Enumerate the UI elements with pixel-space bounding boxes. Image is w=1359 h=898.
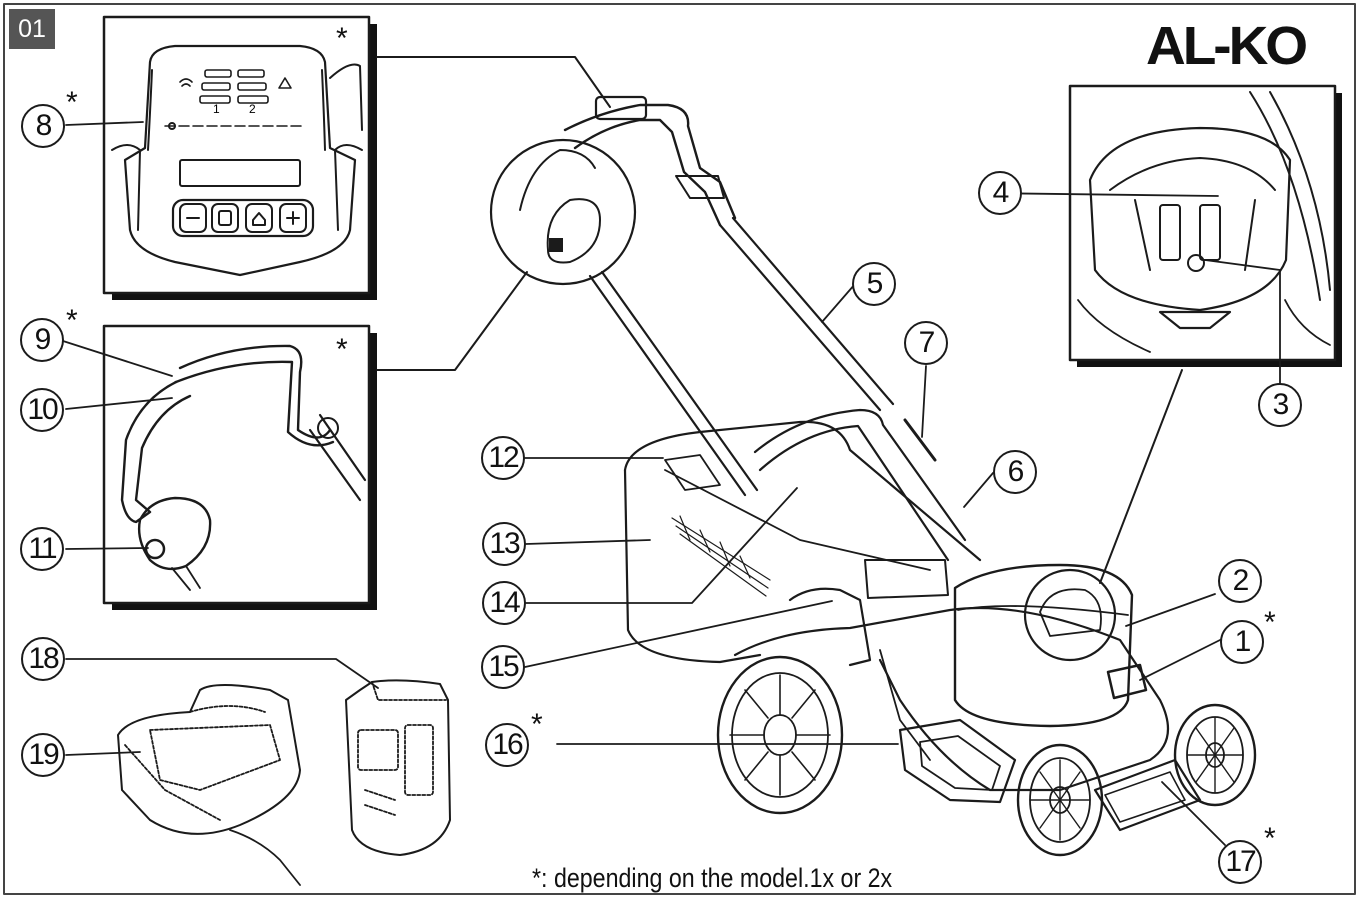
warning-icon: [278, 77, 292, 89]
rear-wheel: [716, 655, 844, 815]
level-label-1: 1: [213, 102, 220, 116]
handle-detail-star: *: [336, 333, 348, 366]
callout-15: 15: [481, 645, 525, 689]
callout-1: 1: [1220, 620, 1264, 664]
handle-panel: [594, 95, 648, 121]
level-label-2: 2: [249, 102, 256, 116]
lawn-mower-drawing: [563, 95, 1257, 857]
battery-cover: [953, 563, 1134, 728]
battery-pack-drawing: [345, 679, 451, 856]
callout-18: 18: [21, 637, 65, 681]
battery-zoom-circle: [1023, 568, 1117, 662]
power-button-icon: [211, 203, 239, 233]
callout-11: 11: [20, 527, 64, 571]
control-panel-detail-star: *: [336, 22, 348, 55]
battery-level-bars: [199, 69, 269, 104]
battery-charger-drawing: [117, 684, 301, 886]
home-button-icon: [245, 203, 273, 233]
panel-buttons: [171, 198, 315, 238]
minus-button-icon: [179, 203, 207, 233]
figure-frame: [3, 3, 1356, 895]
callout-4: 4: [978, 171, 1022, 215]
wifi-icon: [179, 78, 193, 87]
callout-5: 5: [852, 262, 896, 306]
callout-14: 14: [482, 581, 526, 625]
callout-19: 19: [21, 733, 65, 777]
callout-2: 2: [1218, 559, 1262, 603]
callout-10: 10: [20, 388, 64, 432]
callout-8-star: *: [66, 86, 78, 119]
leader-lines: [62, 121, 1281, 846]
callout-13: 13: [482, 522, 526, 566]
plus-button-icon: [279, 203, 307, 233]
callout-16: 16: [485, 723, 529, 767]
front-right-wheel: [1173, 703, 1257, 807]
callout-12: 12: [481, 436, 525, 480]
callout-16-star: *: [531, 708, 543, 741]
panel-display: [179, 159, 301, 187]
grass-box-vent: [671, 515, 771, 597]
callout-17-star: *: [1264, 822, 1276, 855]
figure-label: 01: [9, 9, 55, 49]
callout-7: 7: [904, 321, 948, 365]
callout-6: 6: [993, 450, 1037, 494]
handle-switch-icon: [144, 538, 166, 560]
control-panel-detail: [102, 15, 377, 300]
callout-9-star: *: [66, 304, 78, 337]
callout-8: 8: [21, 104, 65, 148]
callout-3: 3: [1258, 383, 1302, 427]
handle-zoom-circle: [489, 138, 637, 286]
brand-logo: AL-KO: [1146, 16, 1308, 76]
callout-17: 17: [1218, 840, 1262, 884]
model-footnote: *: depending on the model.1x or 2x: [532, 863, 893, 893]
callout-1-star: *: [1264, 606, 1276, 639]
front-left-wheel: [1016, 743, 1104, 857]
callout-9: 9: [20, 318, 64, 362]
battery-compartment-detail: [1068, 84, 1342, 367]
start-button-icon: [1106, 663, 1148, 700]
handle-detail: [102, 324, 377, 610]
